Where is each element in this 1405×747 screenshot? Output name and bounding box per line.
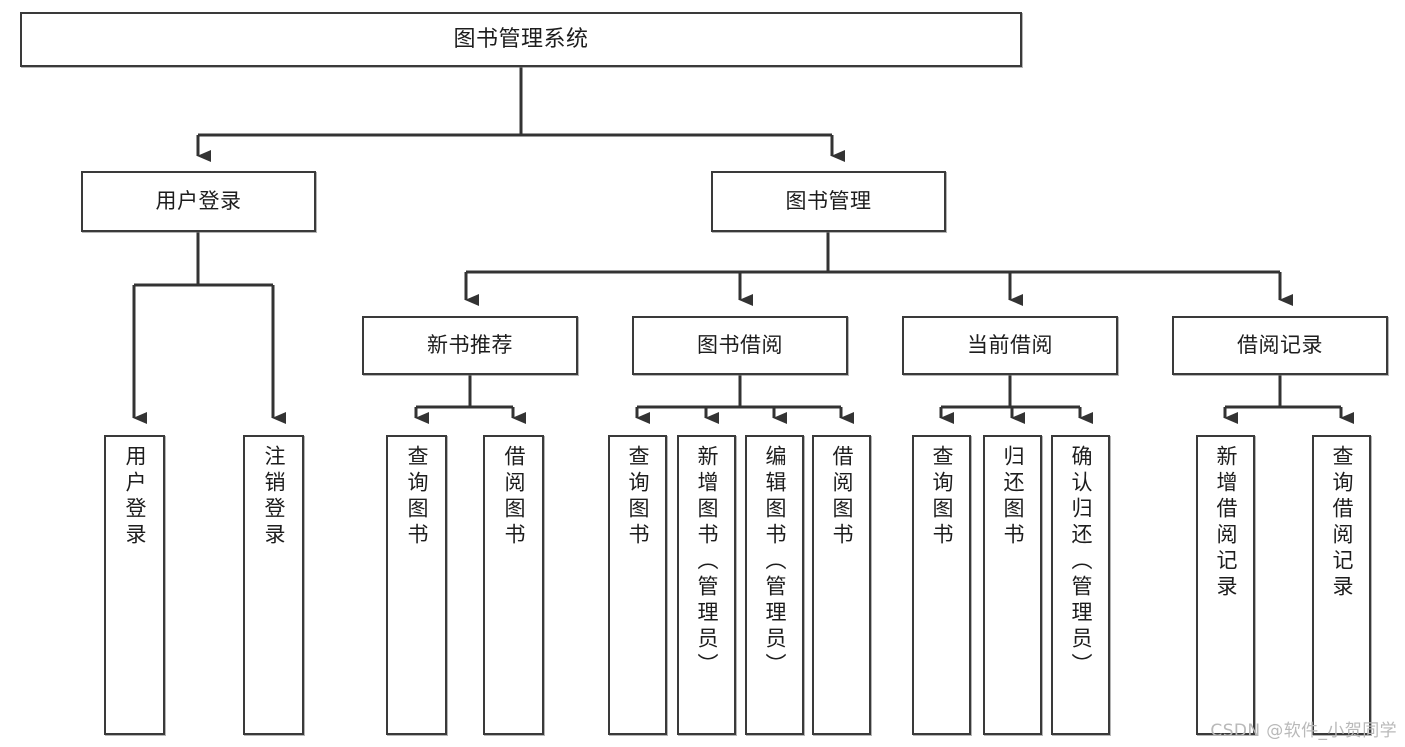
leaf-return-book[interactable]: 归还图书: [983, 435, 1042, 735]
leaf-query-book-1-label: 查询图书: [405, 445, 429, 549]
node-new-book-recommend[interactable]: 新书推荐: [362, 316, 578, 375]
leaf-query-book-2[interactable]: 查询图书: [608, 435, 667, 735]
node-current-borrow-label: 当前借阅: [967, 333, 1053, 358]
node-new-book-recommend-label: 新书推荐: [427, 333, 513, 358]
leaf-query-record[interactable]: 查询借阅记录: [1312, 435, 1371, 735]
leaf-add-record-label: 新增借阅记录: [1214, 445, 1238, 601]
node-current-borrow[interactable]: 当前借阅: [902, 316, 1118, 375]
leaf-borrow-book-2[interactable]: 借阅图书: [812, 435, 871, 735]
watermark: CSDN @软件_小贺同学: [1210, 721, 1397, 741]
leaf-add-book[interactable]: 新增图书（管理员）: [677, 435, 736, 735]
node-book-manage[interactable]: 图书管理: [711, 171, 946, 232]
leaf-return-book-label: 归还图书: [1001, 445, 1025, 549]
node-book-borrow-label: 图书借阅: [697, 333, 783, 358]
node-book-borrow[interactable]: 图书借阅: [632, 316, 848, 375]
leaf-borrow-book-1-label: 借阅图书: [502, 445, 526, 549]
leaf-borrow-book-2-label: 借阅图书: [830, 445, 854, 549]
leaf-add-book-label: 新增图书（管理员）: [695, 445, 719, 679]
leaf-logout-label: 注销登录: [262, 445, 286, 549]
leaf-confirm-return-label: 确认归还（管理员）: [1069, 445, 1093, 679]
node-root-label: 图书管理系统: [453, 26, 589, 52]
node-user-login-label: 用户登录: [155, 189, 242, 214]
node-user-login[interactable]: 用户登录: [81, 171, 316, 232]
node-book-manage-label: 图书管理: [785, 189, 872, 214]
leaf-query-record-label: 查询借阅记录: [1330, 445, 1354, 601]
leaf-query-book-3[interactable]: 查询图书: [912, 435, 971, 735]
leaf-query-book-1[interactable]: 查询图书: [386, 435, 447, 735]
leaf-edit-book[interactable]: 编辑图书（管理员）: [745, 435, 804, 735]
node-borrow-record[interactable]: 借阅记录: [1172, 316, 1388, 375]
leaf-query-book-3-label: 查询图书: [930, 445, 954, 549]
leaf-borrow-book-1[interactable]: 借阅图书: [483, 435, 544, 735]
leaf-user-login[interactable]: 用户登录: [104, 435, 165, 735]
leaf-query-book-2-label: 查询图书: [626, 445, 650, 549]
leaf-confirm-return[interactable]: 确认归还（管理员）: [1051, 435, 1110, 735]
leaf-edit-book-label: 编辑图书（管理员）: [763, 445, 787, 679]
node-borrow-record-label: 借阅记录: [1237, 333, 1323, 358]
leaf-user-login-label: 用户登录: [123, 445, 147, 549]
node-root[interactable]: 图书管理系统: [20, 12, 1022, 67]
leaf-add-record[interactable]: 新增借阅记录: [1196, 435, 1255, 735]
leaf-logout[interactable]: 注销登录: [243, 435, 304, 735]
